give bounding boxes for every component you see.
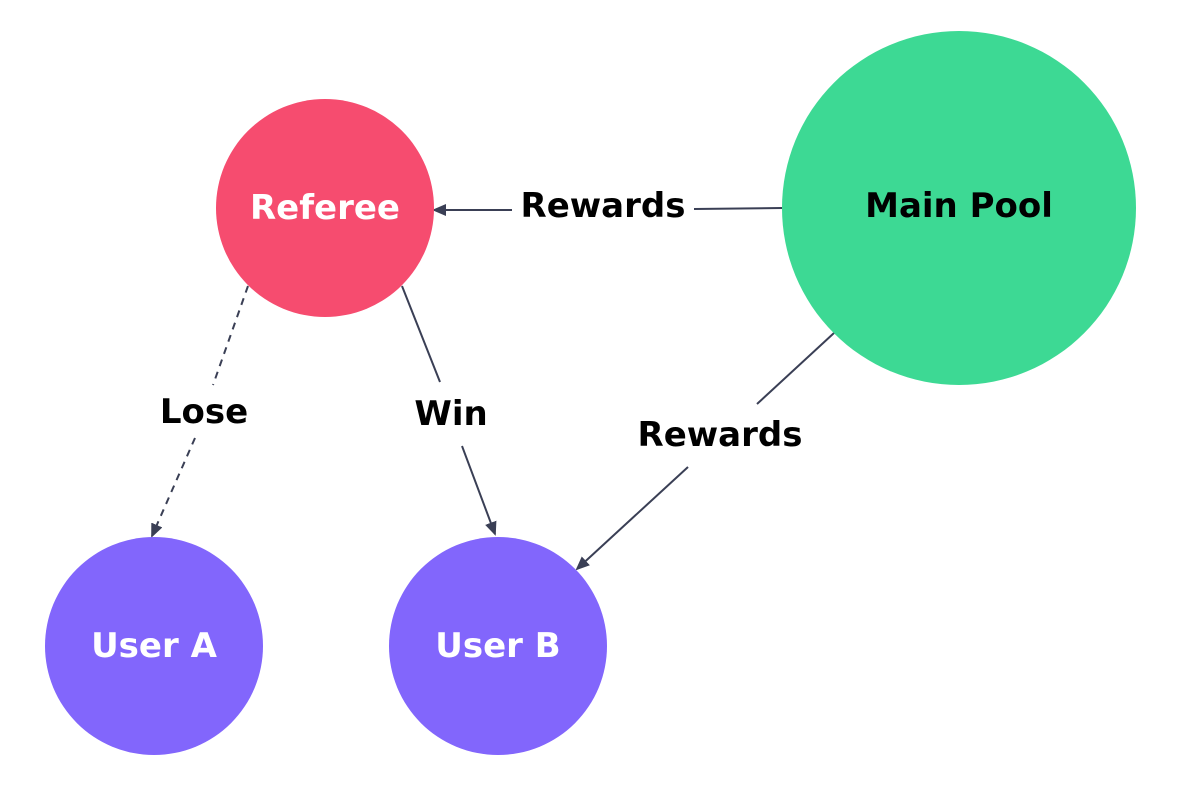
edge-pool-to-user-b	[756, 332, 835, 405]
node-main-pool-label: Main Pool	[865, 186, 1053, 226]
node-user-b-label: User B	[435, 626, 560, 666]
node-user-a-label: User A	[91, 626, 218, 666]
edge-referee-to-user-b	[401, 285, 441, 383]
node-user-b: User B	[389, 537, 607, 755]
node-referee-label: Referee	[250, 188, 400, 228]
node-referee: Referee	[216, 99, 434, 317]
edge-referee-to-user-b-arrow	[461, 445, 497, 536]
edge-label-pool-to-referee: Rewards	[521, 186, 686, 226]
node-main-pool: Main Pool	[782, 31, 1136, 385]
edge-label-referee-to-user-a: Lose	[160, 392, 248, 432]
node-user-a: User A	[45, 537, 263, 755]
node-referee-circle	[216, 99, 434, 317]
node-main-pool-circle	[782, 31, 1136, 385]
edge-label-referee-to-user-b: Win	[414, 394, 487, 434]
edge-pool-to-referee	[693, 207, 783, 210]
edge-label-pool-to-user-b: Rewards	[638, 415, 803, 455]
node-user-a-circle	[45, 537, 263, 755]
edge-referee-to-user-a-arrow	[151, 437, 196, 538]
edge-referee-to-user-a	[212, 285, 249, 386]
edge-pool-to-user-b-arrow	[575, 466, 689, 571]
node-user-b-circle	[389, 537, 607, 755]
